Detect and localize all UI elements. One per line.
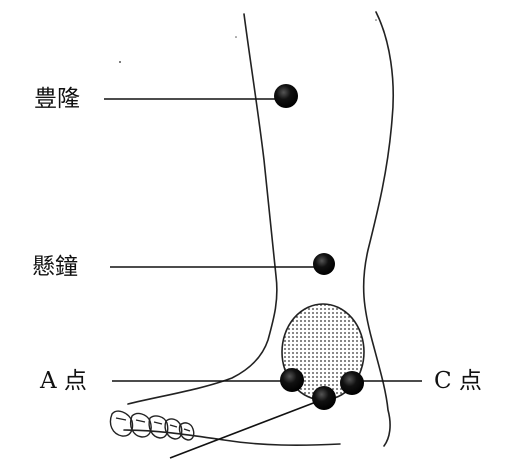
leg-back-contour bbox=[128, 14, 277, 404]
label-fenglong: 豊隆 bbox=[34, 86, 80, 112]
label-point-a: A 点 bbox=[40, 368, 87, 394]
leader-line-bottom bbox=[170, 402, 316, 458]
toe-big bbox=[110, 411, 132, 436]
marker-point-c bbox=[340, 371, 364, 395]
marker-point-a bbox=[280, 368, 304, 392]
toe-second bbox=[131, 414, 152, 437]
label-xuanzhong: 懸鐘 bbox=[32, 254, 78, 280]
marker-fenglong bbox=[274, 84, 298, 108]
toes bbox=[110, 411, 193, 440]
marker-bottom bbox=[312, 386, 336, 410]
marker-xuanzhong bbox=[313, 253, 335, 275]
label-point-c: C 点 bbox=[434, 368, 482, 394]
